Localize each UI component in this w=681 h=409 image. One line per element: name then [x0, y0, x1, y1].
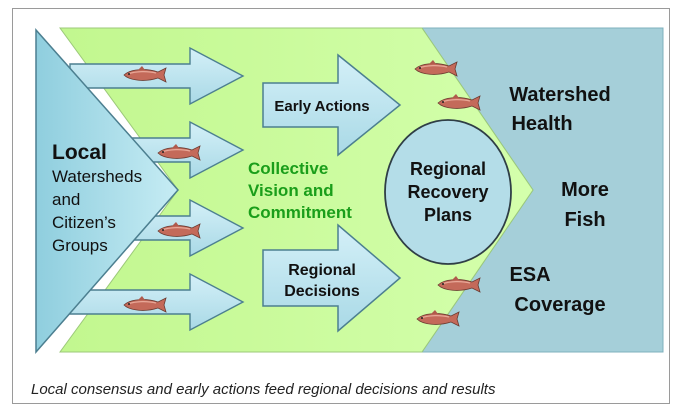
regional-plans-ellipse[interactable]: [384, 119, 512, 265]
collective-line-2: Vision and: [248, 181, 334, 200]
collective-line-1: Collective: [248, 159, 328, 178]
local-triangle: [35, 28, 180, 354]
early-actions-label: Early Actions: [274, 98, 369, 115]
esa-coverage-line-1: ESA: [509, 264, 550, 286]
watershed-health-line-1: Watershed: [509, 84, 611, 106]
local-line-2: and: [52, 190, 80, 209]
more-fish-line-2: Fish: [564, 209, 605, 231]
regional-decisions-line-1: Regional: [288, 262, 356, 279]
collective-line-3: Commitment: [248, 203, 352, 222]
watershed-health-line-2: Health: [511, 113, 572, 135]
esa-coverage-line-2: Coverage: [514, 294, 605, 316]
local-line-4: Groups: [52, 236, 108, 255]
local-title: Local: [52, 141, 107, 164]
local-line-1: Watersheds: [52, 167, 142, 186]
diagram-frame: [12, 8, 670, 404]
more-fish-line-1: More: [561, 179, 609, 201]
regional-plans-line-2: Recovery: [407, 182, 488, 202]
figure-caption: Local consensus and early actions feed r…: [31, 381, 496, 398]
regional-plans-line-1: Regional: [410, 159, 486, 179]
regional-decisions-line-2: Decisions: [284, 283, 360, 300]
local-line-3: Citizen’s: [52, 213, 116, 232]
early-actions-arrow[interactable]: [262, 53, 402, 157]
regional-decisions-arrow[interactable]: [262, 223, 402, 333]
regional-plans-line-3: Plans: [424, 205, 472, 225]
